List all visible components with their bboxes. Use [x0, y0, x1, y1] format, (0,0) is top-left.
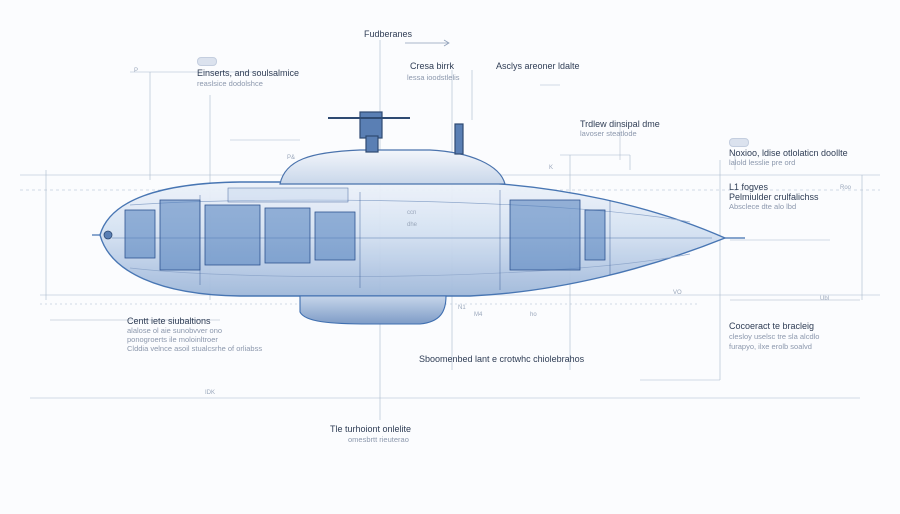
label-upper-right-sub: lavoser steatlode: [580, 129, 637, 138]
label-pill-badge-left: [197, 57, 217, 66]
tick-fore-a: ccn: [407, 210, 417, 216]
label-top-right-title: Asclys areoner ldalte: [496, 61, 580, 71]
hull-lower-line: [129, 253, 691, 277]
label-footer-sub: omesbrtt rieuterao: [348, 435, 409, 444]
mast-assembly: [328, 111, 464, 155]
label-footer-title: Tle turhoiont onlelite: [330, 424, 412, 434]
label-right-bottom-line2: clesloy uselsc tre sla alcdlo: [729, 332, 820, 341]
tick-bottom-rule: IDK: [205, 390, 216, 396]
bow-sonar: [103, 230, 113, 240]
tick-sail-a: P&: [287, 155, 296, 161]
tick-right-b: Ubl: [820, 296, 830, 302]
tick-lower-b: N1: [458, 305, 466, 311]
tick-sail-b: K: [549, 165, 554, 171]
tick-lower-c: M4: [474, 312, 483, 318]
label-pill-badge-right: [729, 138, 749, 147]
tick-fore-b: dhe: [407, 222, 418, 228]
label-right-b-title: L1 fogves: [729, 182, 769, 192]
label-right-a-sub: lalold lesslie pre ord: [729, 158, 796, 167]
label-right-b-line3: Absclece dte alo lbd: [729, 202, 797, 211]
label-right-bottom-line3: furapyo, ilxe erolb soalvd: [729, 342, 812, 351]
tick-lower-a: VO: [673, 290, 682, 296]
tick-left-mark: P: [134, 68, 139, 74]
label-left-bottom-title: Centt iete siubaltions: [127, 316, 211, 326]
label-top-left-sub: reaslsice dodolshce: [197, 79, 263, 88]
tick-lower-d: ho: [530, 312, 537, 318]
label-mid-top-title: Cresa birrk: [410, 61, 455, 71]
label-top-center: Fudberanes: [364, 29, 413, 39]
label-right-b-line2: Pelmiulder crulfalichss: [729, 192, 819, 202]
keel-pod: [299, 295, 447, 325]
label-left-bottom-line2: alalose ol aie sunobvver ono: [127, 326, 223, 335]
tick-right-a: Roo: [840, 185, 852, 191]
top-arrow: [405, 39, 450, 47]
label-bottom-center: Sboomenbed lant e crotwhc chiolebrahos: [419, 354, 585, 364]
label-top-left-title: Einserts, and soulsalmice: [197, 68, 300, 78]
label-mid-top-sub: lessa ioodstlelis: [407, 73, 460, 82]
label-left-bottom-line3: ponogroerts ile moloinltroer: [127, 335, 218, 344]
internal-machinery: [124, 199, 606, 271]
label-leaders: [50, 127, 860, 321]
conning-tower: [279, 149, 506, 185]
internal-frame-lines: [199, 187, 611, 290]
label-left-bottom-line4: Clddia velnce asoil stualcsrhe of orliab…: [127, 344, 263, 353]
label-right-a-title: Noxioo, ldise otlolaticn doollte: [729, 148, 848, 158]
label-right-bottom-title: Cocoeract te bracleig: [729, 321, 815, 331]
label-upper-right-title: Trdlew dinsipal dme: [580, 119, 660, 129]
